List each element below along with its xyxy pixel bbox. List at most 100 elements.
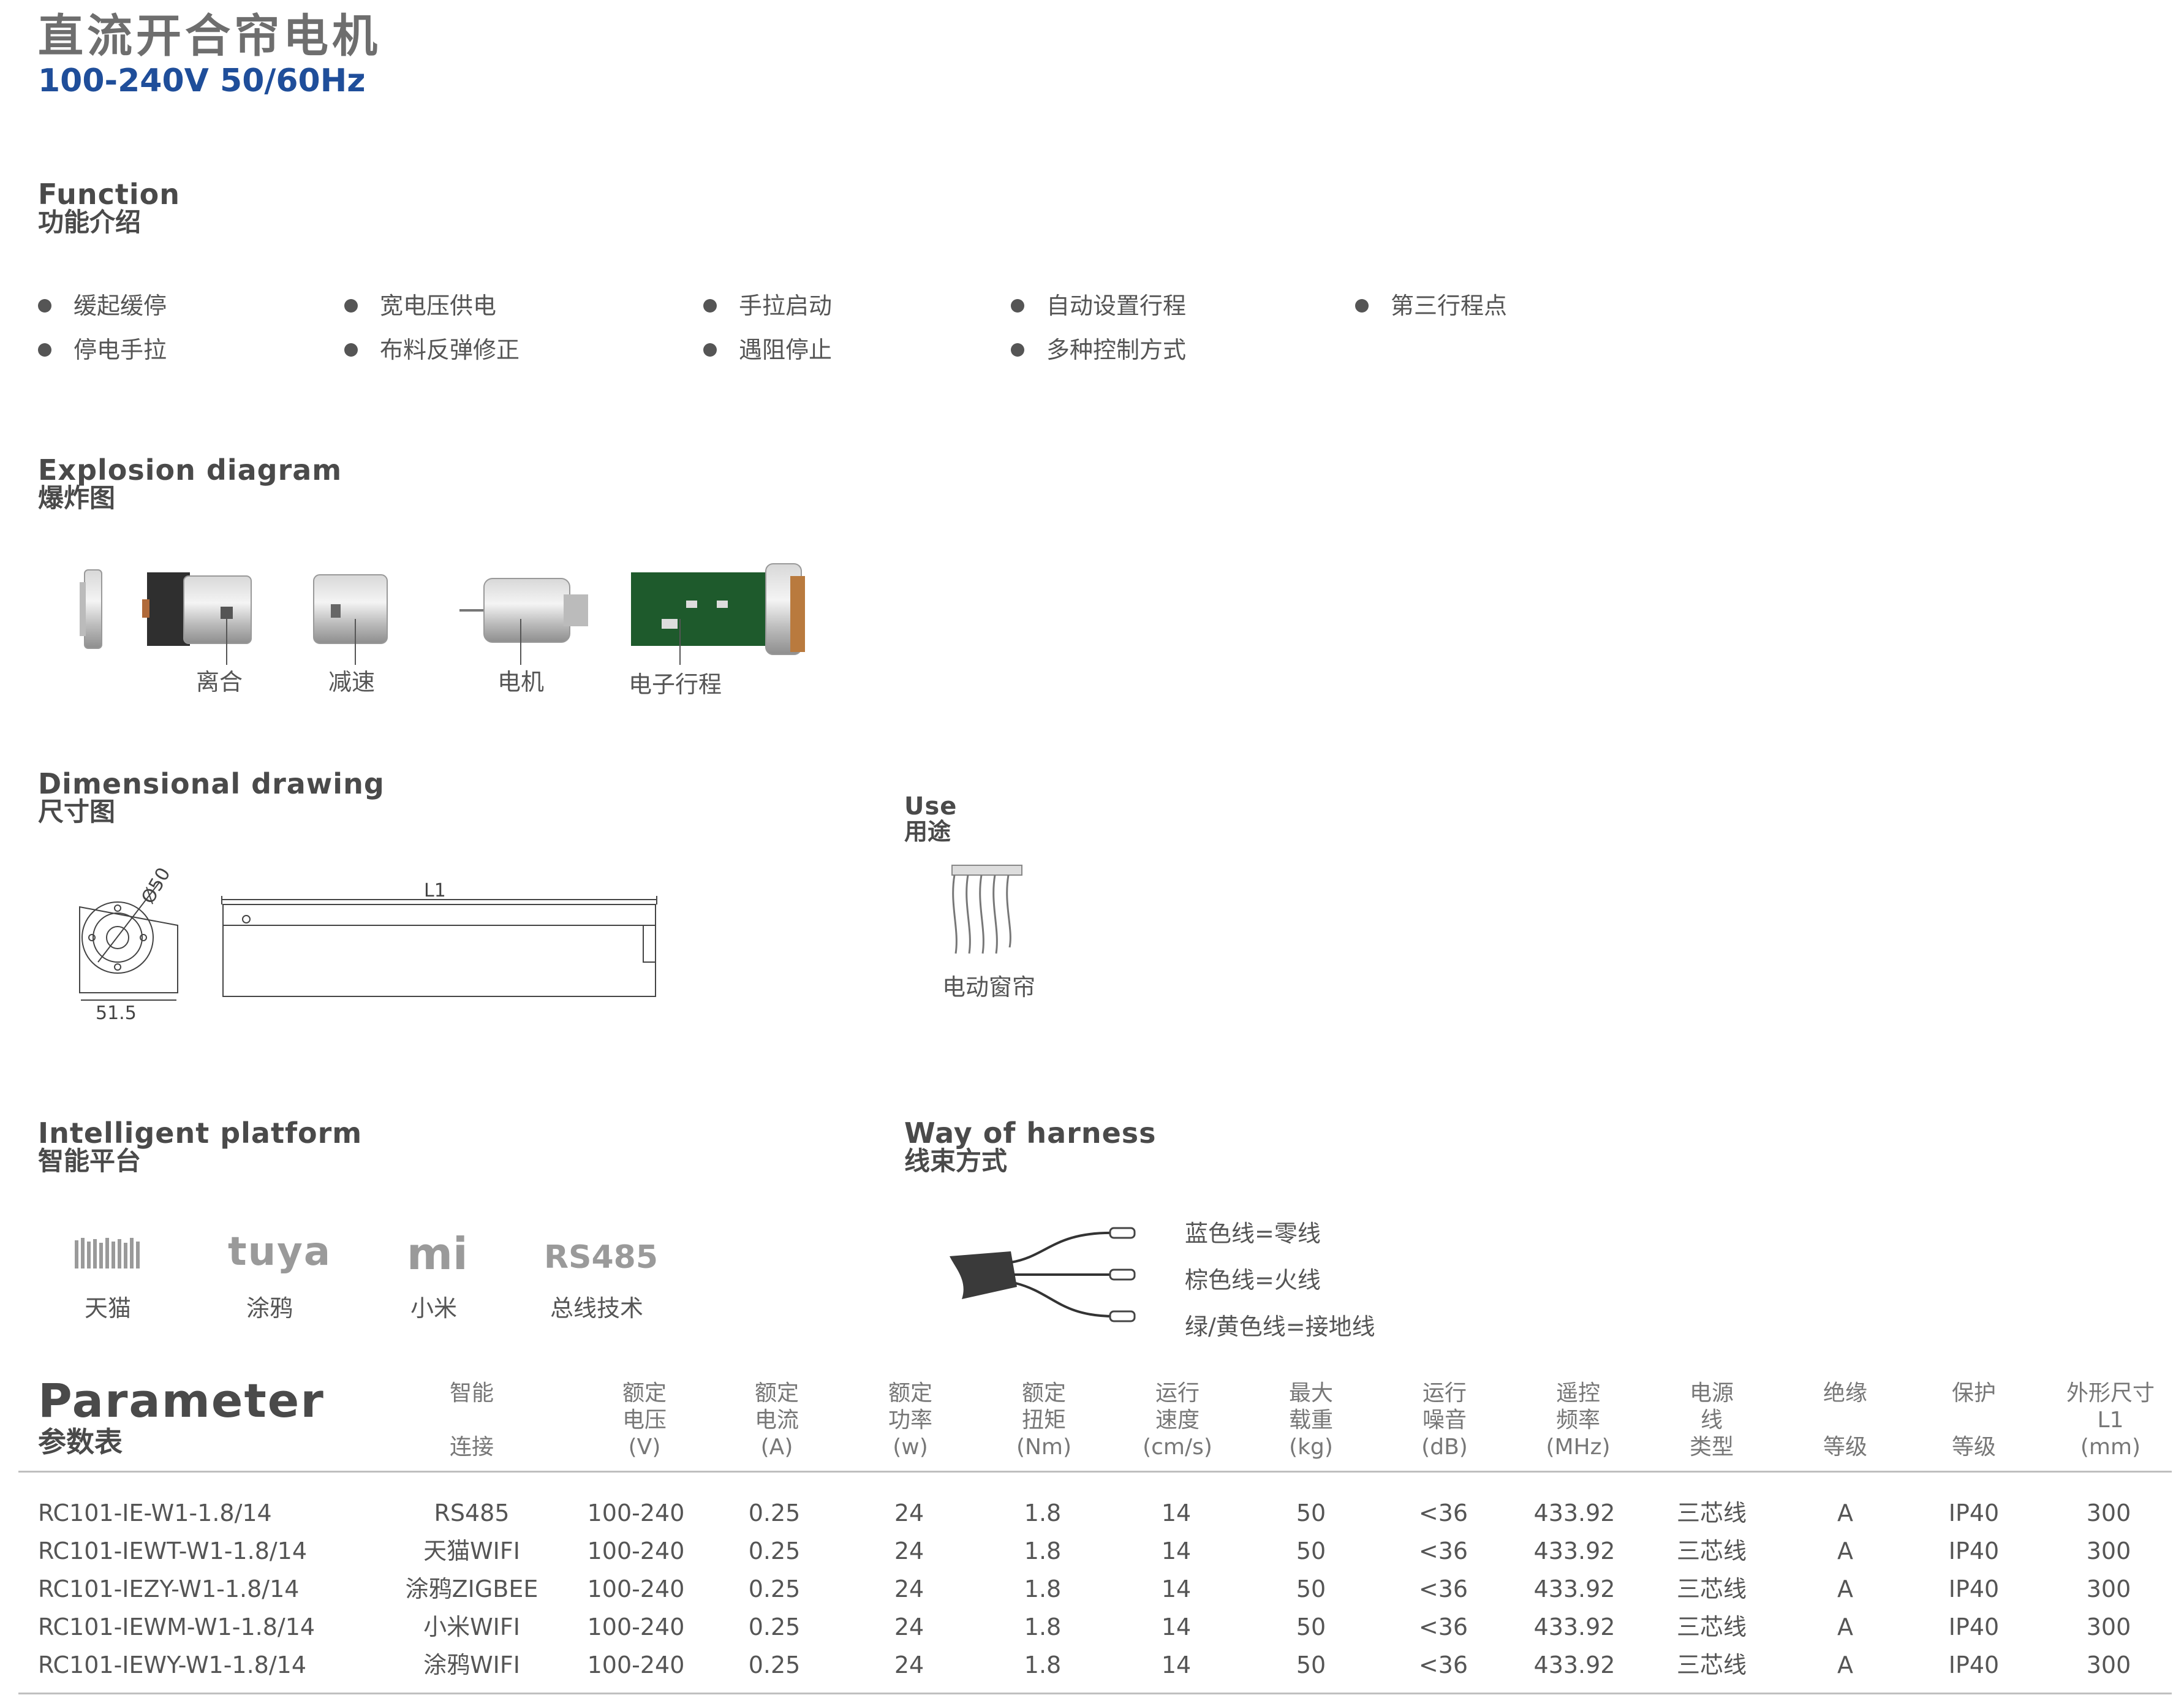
end-cap-part [80,569,102,649]
table-cell: 14 [1161,1613,1192,1640]
feature-item: 缓起缓停 [38,294,167,317]
function-heading-en: Function [38,178,181,211]
table-cell: IP40 [1948,1613,2000,1640]
table-cell: 50 [1296,1538,1326,1564]
table-cell: 14 [1161,1500,1192,1526]
table-cell: 100-240 [587,1538,685,1564]
platform-heading-en: Intelligent platform [38,1117,363,1150]
dimensional-heading-cn: 尺寸图 [38,797,116,827]
table-cell: 50 [1296,1613,1326,1640]
bullet-icon [1011,298,1024,313]
param-col-header: 保护 [1951,1381,1996,1406]
table-cell: 1.8 [1024,1500,1062,1526]
table-cell: 1.8 [1024,1538,1062,1564]
feature-label: 自动设置行程 [1046,292,1187,319]
feature-label: 手拉启动 [739,292,833,319]
table-cell: 300 [2086,1576,2131,1602]
table-bottom-rule [18,1693,2172,1694]
explosion-label-pcb: 电子行程 [629,671,722,698]
model-cell: RC101-IEWY-W1-1.8/14 [38,1651,307,1678]
table-cell: <36 [1418,1576,1468,1602]
table-cell: 24 [894,1613,924,1640]
table-cell: 300 [2086,1651,2131,1678]
bullet-icon [703,343,717,357]
feature-label: 停电手拉 [74,336,167,363]
table-cell: 1.8 [1024,1576,1062,1602]
bullet-icon [1011,343,1024,357]
harness-drawing [950,1227,1136,1322]
explosion-label-gearbox: 减速 [328,669,376,696]
table-cell: 0.25 [748,1500,801,1526]
param-col-unit: (Nm) [1016,1435,1072,1460]
parameter-heading-en: Parameter [38,1373,325,1428]
explosion-label-motor: 电机 [497,669,545,696]
table-cell: <36 [1418,1613,1468,1640]
width-label: 51.5 [96,1003,137,1024]
feature-item: 停电手拉 [38,338,167,362]
param-col-header: 遥控 频率 [1555,1381,1600,1433]
platform-label-mi: 小米 [410,1295,458,1322]
wire-label-ground: 绿/黄色线=接地线 [1185,1313,1375,1340]
platform-label-bus: 总线技术 [550,1295,644,1322]
table-cell: A [1837,1538,1853,1564]
table-cell: 433.92 [1533,1613,1615,1640]
table-cell: 300 [2086,1538,2131,1564]
param-col-unit: (kg) [1289,1435,1333,1460]
table-cell: 24 [894,1538,924,1564]
bullet-icon [344,298,358,313]
table-cell: IP40 [1948,1576,2000,1602]
param-col-header: 额定 电流 [754,1381,799,1433]
feature-item: 宽电压供电 [344,294,496,317]
table-cell: A [1837,1651,1853,1678]
table-cell: 三芯线 [1676,1576,1747,1602]
mi-logo: mi [407,1228,468,1280]
bullet-icon [703,298,717,313]
table-cell: 14 [1161,1576,1192,1602]
table-cell: 300 [2086,1613,2131,1640]
table-cell: IP40 [1948,1538,2000,1564]
param-col-header: 额定 电压 [622,1381,667,1433]
param-col-header: 最大 载重 [1288,1381,1333,1433]
table-cell: <36 [1418,1538,1468,1564]
table-cell: 100-240 [587,1500,685,1526]
param-col-unit: 等级 [1823,1435,1867,1460]
table-cell: 0.25 [748,1613,801,1640]
length-label: L1 [424,880,446,901]
param-col-unit: (MHz) [1546,1435,1611,1460]
table-cell: 三芯线 [1676,1538,1747,1564]
param-col-header: 外形尺寸 L1 [2066,1381,2155,1433]
table-cell: 100-240 [587,1576,685,1602]
param-col-unit: (dB) [1421,1435,1468,1460]
bullet-icon [1355,298,1369,313]
curtain-icon [951,865,1022,954]
explosion-heading-cn: 爆炸图 [38,483,116,513]
table-cell: 24 [894,1651,924,1678]
feature-label: 多种控制方式 [1046,336,1187,363]
param-col-unit: (cm/s) [1143,1435,1212,1460]
table-cell: 0.25 [748,1651,801,1678]
table-cell: 小米WIFI [423,1613,520,1640]
table-cell: 433.92 [1533,1538,1615,1564]
table-cell: 100-240 [587,1613,685,1640]
feature-label: 第三行程点 [1391,292,1508,319]
parameter-heading-cn: 参数表 [38,1425,123,1458]
feature-label: 遇阻停止 [739,336,833,363]
model-cell: RC101-IEWM-W1-1.8/14 [38,1613,316,1640]
table-cell: <36 [1418,1651,1468,1678]
use-label: 电动窗帘 [942,974,1036,1001]
bullet-icon [38,298,51,313]
param-col-header: 额定 扭矩 [1021,1381,1066,1433]
param-col-header: 绝缘 [1823,1381,1867,1406]
tuya-logo: tuya [228,1229,332,1275]
table-cell: 24 [894,1500,924,1526]
table-cell: 50 [1296,1500,1326,1526]
table-cell: 100-240 [587,1651,685,1678]
function-heading-cn: 功能介绍 [38,207,142,237]
param-col-unit: 连接 [449,1435,494,1460]
param-col-unit: 等级 [1951,1435,1996,1460]
table-cell: IP40 [1948,1500,2000,1526]
table-cell: RS485 [434,1500,510,1526]
param-col-header: 额定 功率 [888,1381,932,1433]
platform-label-tmall: 天猫 [85,1295,132,1322]
table-cell: 433.92 [1533,1576,1615,1602]
